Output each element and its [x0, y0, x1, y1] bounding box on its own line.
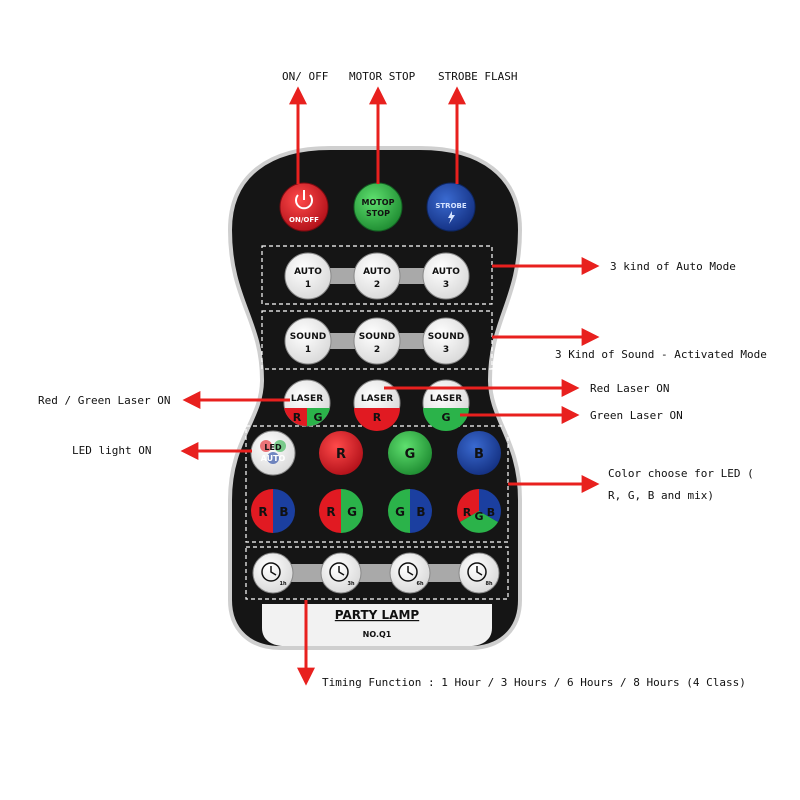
rg-mix-g: G: [347, 505, 357, 519]
annotation-green-laser: Green Laser ON: [590, 409, 683, 422]
sound-3-label: SOUND: [428, 332, 464, 342]
clock-icon: [398, 562, 418, 582]
sound-1-button[interactable]: SOUND 1: [284, 317, 332, 365]
rgb-mix-g: G: [474, 510, 483, 523]
auto-3-button[interactable]: AUTO 3: [422, 252, 470, 300]
annotation-color-choose-1: Color choose for LED (: [608, 467, 754, 480]
laser-r-label: LASER: [361, 394, 393, 404]
annotation-auto-mode: 3 kind of Auto Mode: [610, 260, 736, 273]
model-label: NO.Q1: [363, 630, 392, 639]
annotation-sound-mode: 3 Kind of Sound - Activated Mode: [555, 348, 767, 361]
timer-group-box: [245, 546, 509, 600]
sound-1-label: SOUND: [290, 332, 326, 342]
auto-1-button[interactable]: AUTO 1: [284, 252, 332, 300]
green-led-button[interactable]: G: [388, 431, 432, 475]
annotation-motor-stop: MOTOR STOP: [349, 70, 416, 83]
rgb-mix-b: B: [487, 506, 495, 519]
timer-1-button[interactable]: 1h: [252, 552, 294, 594]
timer-6-label: 6h: [416, 581, 423, 587]
brand-label: PARTY LAMP: [335, 608, 420, 622]
laser-rg-g: G: [313, 411, 322, 424]
sound-group-box: [261, 310, 493, 370]
laser-r-button[interactable]: LASER R: [353, 379, 401, 431]
power-button[interactable]: ON/OFF: [279, 182, 329, 232]
annotation-strobe-flash: STROBE FLASH: [438, 70, 518, 83]
annotation-timing: Timing Function : 1 Hour / 3 Hours / 6 H…: [322, 676, 746, 689]
power-icon: [295, 190, 313, 210]
bolt-icon: [448, 211, 455, 224]
sound-2-number: 2: [374, 345, 380, 355]
annotation-on-off: ON/ OFF: [282, 70, 329, 83]
motor-label-2: STOP: [366, 209, 390, 218]
annotation-color-choose-2: R, G, B and mix): [608, 489, 714, 502]
led-auto-label: AUTO: [261, 454, 286, 463]
rgb-mix-r: R: [463, 506, 472, 519]
red-led-button[interactable]: R: [319, 431, 363, 475]
laser-g-letter: G: [441, 411, 450, 424]
timer-1-label: 1h: [279, 581, 286, 587]
sound-1-number: 1: [305, 345, 311, 355]
rb-mix-b: B: [279, 505, 288, 519]
sound-3-number: 3: [443, 345, 449, 355]
timer-6-button[interactable]: 6h: [389, 552, 431, 594]
auto-2-number: 2: [374, 280, 380, 290]
laser-rg-label: LASER: [291, 394, 323, 404]
laser-r-letter: R: [373, 411, 382, 424]
red-led-letter: R: [336, 447, 346, 462]
rb-mix-button[interactable]: R B: [251, 489, 295, 533]
timer-band: [270, 564, 480, 582]
power-label: ON/OFF: [289, 216, 319, 224]
laser-rg-r: R: [293, 411, 302, 424]
timer-8-button[interactable]: 8h: [458, 552, 500, 594]
rg-mix-button[interactable]: R G: [319, 489, 363, 533]
auto-3-label: AUTO: [432, 267, 460, 277]
sound-2-label: SOUND: [359, 332, 395, 342]
auto-2-button[interactable]: AUTO 2: [353, 252, 401, 300]
timer-3-label: 3h: [347, 581, 354, 587]
led-label: LED: [264, 443, 282, 452]
motor-stop-button[interactable]: MOTOP STOP: [353, 182, 403, 232]
strobe-label: STROBE: [435, 202, 466, 210]
clock-icon: [261, 562, 281, 582]
annotation-led-light: LED light ON: [72, 444, 152, 457]
led-auto-button[interactable]: LED AUTO: [250, 430, 296, 476]
auto-1-label: AUTO: [294, 267, 322, 277]
blue-led-letter: B: [474, 447, 484, 462]
rb-mix-r: R: [258, 505, 267, 519]
auto-2-label: AUTO: [363, 267, 391, 277]
auto-group-box: [261, 245, 493, 305]
annotation-red-green-laser: Red / Green Laser ON: [38, 394, 171, 407]
motor-label-1: MOTOP: [362, 198, 395, 207]
brand-panel: PARTY LAMP NO.Q1: [262, 604, 492, 646]
clock-icon: [329, 562, 349, 582]
auto-3-number: 3: [443, 280, 449, 290]
clock-icon: [467, 562, 487, 582]
strobe-button[interactable]: STROBE: [426, 182, 476, 232]
blue-led-button[interactable]: B: [457, 431, 501, 475]
gb-mix-button[interactable]: G B: [388, 489, 432, 533]
laser-rg-button[interactable]: LASER R G: [283, 379, 331, 427]
annotation-arrows: [180, 86, 600, 686]
sound-3-button[interactable]: SOUND 3: [422, 317, 470, 365]
auto-1-number: 1: [305, 280, 311, 290]
annotation-red-laser: Red Laser ON: [590, 382, 670, 395]
rg-mix-r: R: [326, 505, 335, 519]
rgb-mix-button[interactable]: R G B: [457, 489, 501, 533]
gb-mix-b: B: [416, 505, 425, 519]
timer-8-label: 8h: [485, 581, 492, 587]
timer-3-button[interactable]: 3h: [320, 552, 362, 594]
laser-g-button[interactable]: LASER G: [422, 379, 470, 431]
green-led-letter: G: [405, 447, 416, 462]
sound-2-button[interactable]: SOUND 2: [353, 317, 401, 365]
laser-g-label: LASER: [430, 394, 462, 404]
gb-mix-g: G: [395, 505, 405, 519]
